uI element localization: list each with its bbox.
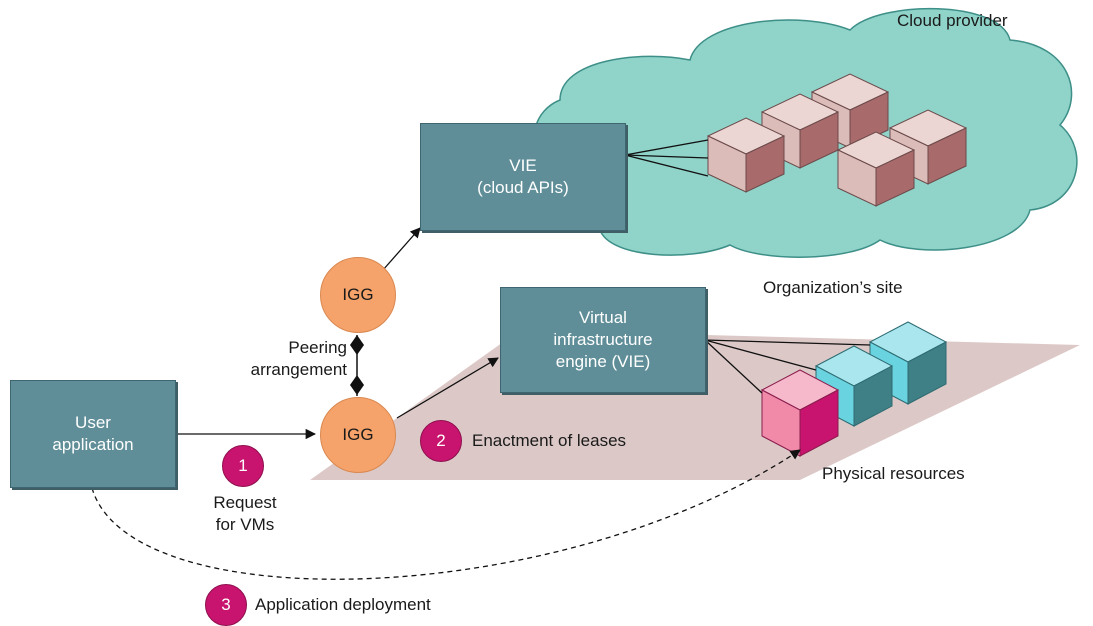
step-2-badge: 2 <box>420 420 462 462</box>
physical-resources <box>760 321 948 457</box>
enactment-of-leases-label: Enactment of leases <box>472 431 627 450</box>
site-links <box>704 339 871 394</box>
application-deployment-label: Application deployment <box>255 595 431 614</box>
user-application-box: User application <box>10 380 176 488</box>
local-vie-box: Virtual infrastructure engine (VIE) <box>500 287 706 393</box>
igg-node-cloud: IGG <box>320 257 396 333</box>
igg-to-cloud-vie-arrow <box>382 227 421 271</box>
cloud-vm-cube <box>836 131 916 207</box>
igg-node-site: IGG <box>320 397 396 473</box>
organization-site-label: Organization’s site <box>763 278 903 297</box>
step-3-badge: 3 <box>205 584 247 626</box>
step-1-badge: 1 <box>222 445 264 487</box>
cloud-links <box>624 139 709 177</box>
physical-resources-label: Physical resources <box>822 464 965 483</box>
igg-to-local-vie-arrow <box>396 357 499 419</box>
request-for-vms-label: Request for VMs <box>213 493 277 534</box>
peering-diamond-bottom <box>350 375 364 395</box>
peering-link <box>350 335 364 396</box>
deployment-arrow <box>91 449 801 580</box>
cloud-resources <box>706 73 968 207</box>
server-cube <box>760 369 840 457</box>
cloud-provider-label: Cloud provider <box>897 11 1008 30</box>
peering-diamond-top <box>350 335 364 355</box>
cloud-vm-cube <box>706 117 786 193</box>
peering-arrangement-label: Peering arrangement <box>250 338 347 379</box>
cloud-vie-box: VIE (cloud APIs) <box>420 123 626 231</box>
